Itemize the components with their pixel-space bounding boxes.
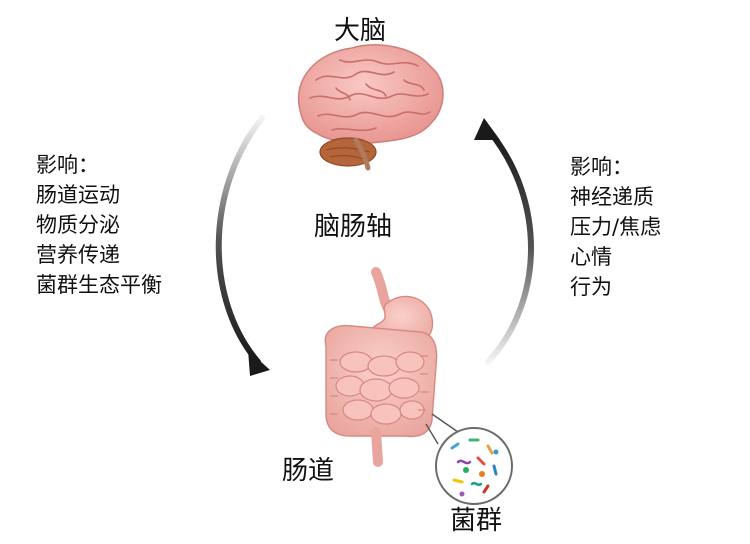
right-effects-heading: 影响：: [570, 155, 633, 179]
center-label: 脑肠轴: [314, 212, 393, 242]
right-effect-item: 心情: [570, 245, 612, 269]
left-curved-arrow: [215, 115, 270, 376]
right-curved-arrow: [474, 118, 534, 365]
brain-illustration: [297, 44, 444, 171]
right-effect-item: 神经递质: [570, 185, 654, 209]
left-effect-item: 物质分泌: [36, 213, 120, 237]
gut-label: 肠道: [282, 456, 335, 486]
microbiota-label: 菌群: [450, 506, 503, 536]
left-effects-heading: 影响：: [36, 153, 99, 177]
left-effect-item: 肠道运动: [36, 183, 120, 207]
right-effects-panel: 影响： 神经递质 压力/焦虑 心情 行为: [570, 152, 661, 302]
left-effects-panel: 影响： 肠道运动 物质分泌 营养传递 菌群生态平衡: [36, 150, 162, 300]
brain-label: 大脑: [334, 16, 387, 46]
gut-illustration: [324, 267, 438, 467]
right-effect-item: 行为: [570, 275, 612, 299]
microbiota-magnifier: [425, 413, 513, 505]
left-effect-item: 营养传递: [36, 243, 120, 267]
right-effect-item: 压力/焦虑: [570, 215, 662, 239]
left-effect-item: 菌群生态平衡: [36, 273, 162, 297]
